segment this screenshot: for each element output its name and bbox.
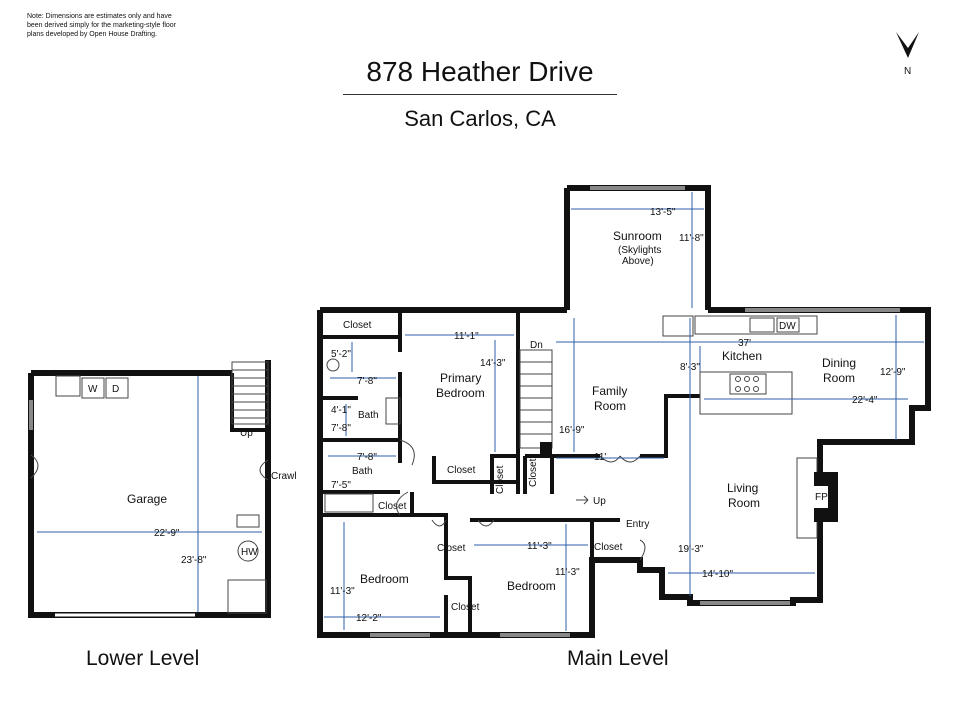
garage-stairs <box>231 361 269 425</box>
bath1-width2-dim: 7'-8" <box>331 423 351 434</box>
hw-label: HW <box>241 547 258 558</box>
shower-icon <box>385 397 401 425</box>
main-stairs <box>519 349 553 449</box>
storage-box <box>227 579 267 614</box>
sunroom-note-2: Above) <box>622 256 654 267</box>
bath1-height-dim: 4'-1" <box>331 405 351 416</box>
sunroom-height-dim: 11'-8" <box>679 233 704 244</box>
sunroom-width-dim: 13'-5" <box>650 207 676 218</box>
bath2-label: Bath <box>352 466 373 477</box>
title-divider <box>343 94 617 95</box>
dining-room-label-1: Dining <box>822 356 856 370</box>
water-heater-icon <box>237 540 259 562</box>
kitchen-sink-icon <box>749 317 775 333</box>
family-width-dim: 11' <box>594 452 606 463</box>
dryer-label: D <box>112 384 119 395</box>
bed1-width-dim: 12'-2" <box>356 613 382 624</box>
closet-hall1-label: Closet <box>447 465 476 476</box>
sink-icon <box>55 375 81 397</box>
utility-box <box>236 514 260 528</box>
main-level-plan: 13'-5" 11'-8" Sunroom (Skylights Above) … <box>317 185 931 638</box>
crawl-label: Crawl <box>271 471 297 482</box>
dining-height-dim: 12'-9" <box>880 367 906 378</box>
closet-height-dim: 5'-2" <box>331 349 351 360</box>
bed2-width-dim: 11'-3" <box>527 541 552 552</box>
closet-bed1-label: Closet <box>437 543 466 554</box>
garage-height-dim: 23'-8" <box>181 555 207 566</box>
counter-top <box>694 315 818 335</box>
closet-primary-label: Closet <box>343 320 372 331</box>
bedroom1-label: Bedroom <box>360 572 409 586</box>
washer-label: W <box>88 384 98 395</box>
entry-label: Entry <box>626 519 649 530</box>
closet-hall2-label: Closet <box>495 465 506 494</box>
bath2-width-dim: 7'-8" <box>357 452 377 463</box>
dining-room-label-2: Room <box>823 371 855 385</box>
bed1-height-dim: 11'-3" <box>330 586 355 597</box>
closet-bed2-label: Closet <box>451 602 480 613</box>
family-room-label-2: Room <box>594 399 626 413</box>
closet-entry-label: Closet <box>594 542 623 553</box>
dishwasher-icon <box>776 317 800 333</box>
closet-bath-label: Closet <box>378 501 407 512</box>
garage-plan: Up W D Crawl HW 22'-9" 23'-8" Garage <box>28 360 297 618</box>
fridge-icon <box>662 315 694 337</box>
bath1-width-dim: 7'-8" <box>357 376 377 387</box>
family-height-dim: 16'-9" <box>559 425 585 436</box>
garage-label: Garage <box>127 492 167 506</box>
garage-up-label: Up <box>240 428 253 439</box>
living-height-dim: 19'-3" <box>678 544 704 555</box>
bed2-height-dim: 11'-3" <box>555 567 580 578</box>
bathtub-icon <box>324 493 374 513</box>
dishwasher-label: DW <box>779 321 796 332</box>
primary-height-dim: 14'-3" <box>480 358 506 369</box>
family-room-label-1: Family <box>592 384 627 398</box>
kitchen-label: Kitchen <box>722 349 762 363</box>
dining-width-dim: 22'-4" <box>852 395 878 406</box>
primary-width-dim: 11'-1" <box>454 331 479 342</box>
main-up-label: Up <box>593 496 606 507</box>
sunroom-note-1: (Skylights <box>618 245 661 256</box>
property-address: 878 Heather Drive <box>366 56 594 87</box>
bedroom2-label: Bedroom <box>507 579 556 593</box>
north-arrow-icon: N <box>896 32 919 77</box>
toilet-icon <box>326 358 340 372</box>
bath1-label: Bath <box>358 410 379 421</box>
cooktop-icon <box>729 373 767 395</box>
living-room-label-2: Room <box>728 496 760 510</box>
living-width-dim: 14'-10" <box>702 569 733 580</box>
primary-bedroom-label-2: Bedroom <box>436 386 485 400</box>
garage-width-dim: 22'-9" <box>154 528 180 539</box>
fireplace-label: FP <box>815 492 828 503</box>
kitchen-total-dim: 37' <box>738 338 751 349</box>
property-city: San Carlos, CA <box>404 106 556 131</box>
bath2-height-dim: 7'-5" <box>331 480 351 491</box>
dryer-icon <box>105 377 129 399</box>
washer-icon <box>81 377 105 399</box>
north-label: N <box>904 66 911 77</box>
lower-level-label: Lower Level <box>86 647 200 670</box>
stairs-down-label: Dn <box>530 340 543 351</box>
primary-bedroom-label-1: Primary <box>440 371 481 385</box>
main-level-label: Main Level <box>567 647 669 670</box>
kitchen-island <box>699 371 793 415</box>
sunroom-label: Sunroom <box>613 229 662 243</box>
living-room-label-1: Living <box>727 481 758 495</box>
disclaimer-note: Note: Dimensions are estimates only and … <box>27 13 177 38</box>
closet-hall3-label: Closet <box>528 458 539 487</box>
